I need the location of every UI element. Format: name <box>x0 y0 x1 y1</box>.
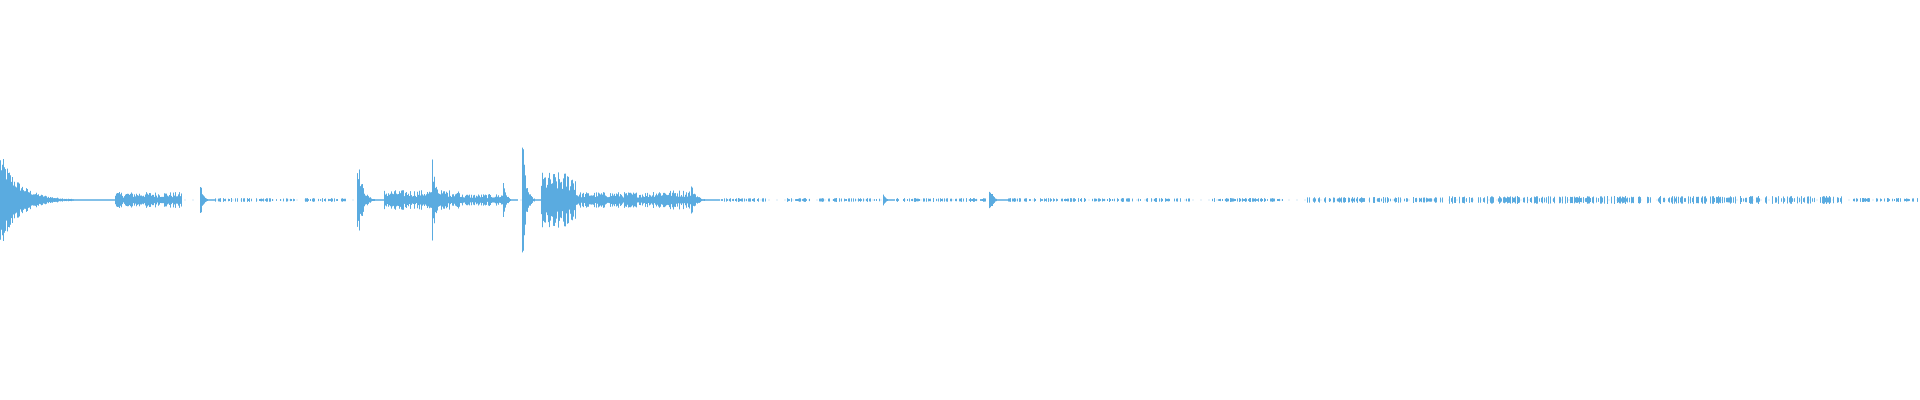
waveform-bars <box>0 147 1920 253</box>
